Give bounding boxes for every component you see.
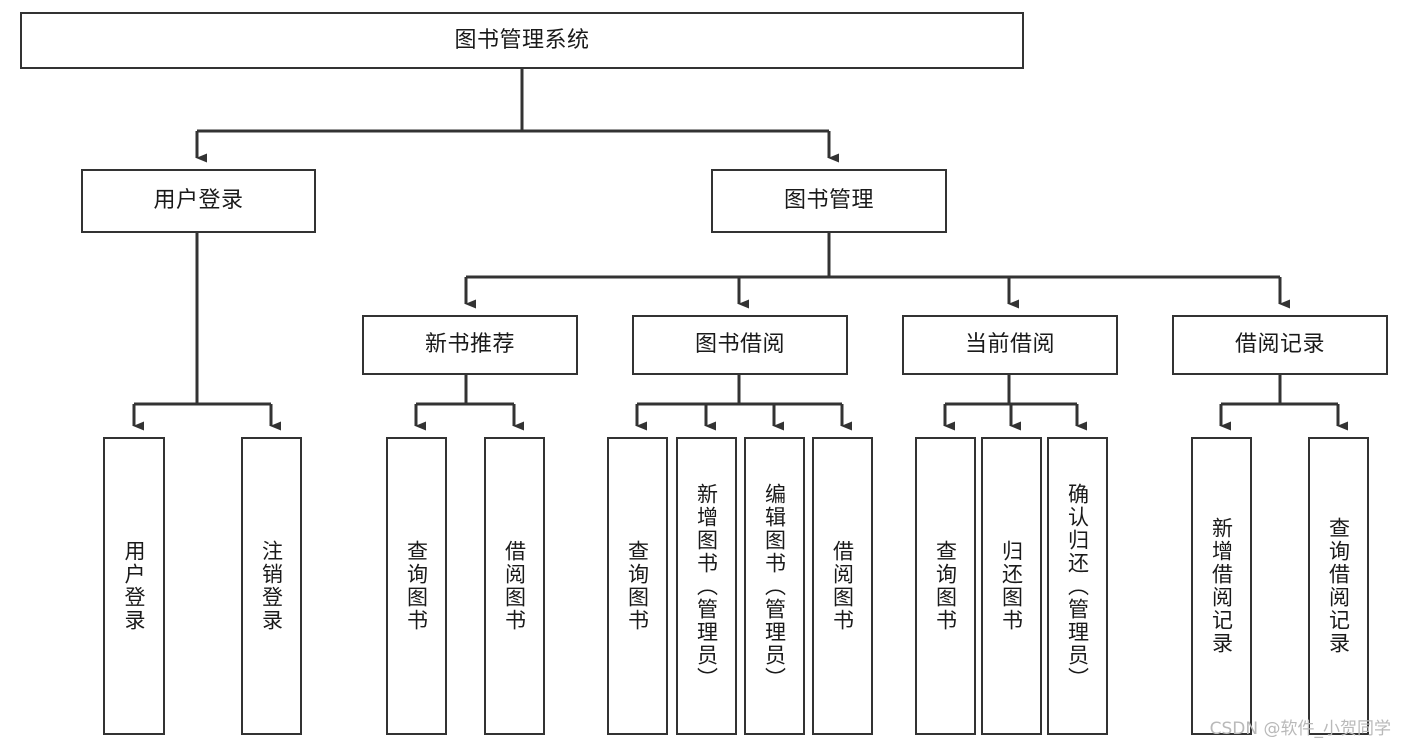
node-label: 用户登录 [153, 188, 244, 214]
leaf-new-book-query-book[interactable]: 查询图书 [386, 437, 447, 735]
node-current-borrow[interactable]: 当前借阅 [902, 315, 1118, 375]
node-label: 新书推荐 [424, 332, 515, 358]
node-borrow-record[interactable]: 借阅记录 [1172, 315, 1388, 375]
node-label: 新增图书（管理员） [694, 482, 719, 690]
leaf-user-login-logout[interactable]: 注销登录 [241, 437, 302, 735]
node-label: 借阅图书 [502, 540, 527, 632]
leaf-current-borrow-return-book[interactable]: 归还图书 [981, 437, 1042, 735]
node-label: 查询图书 [625, 540, 650, 632]
node-user-login[interactable]: 用户登录 [81, 169, 316, 233]
leaf-book-borrow-edit-book-admin[interactable]: 编辑图书（管理员） [744, 437, 805, 735]
node-label: 图书管理系统 [454, 27, 590, 53]
node-new-book-recommend[interactable]: 新书推荐 [362, 315, 578, 375]
node-label: 查询图书 [404, 540, 429, 632]
node-book-borrow[interactable]: 图书借阅 [632, 315, 848, 375]
node-label: 图书管理 [783, 188, 874, 214]
leaf-borrow-record-add-record[interactable]: 新增借阅记录 [1191, 437, 1252, 735]
leaf-current-borrow-query-book[interactable]: 查询图书 [915, 437, 976, 735]
leaf-user-login-login[interactable]: 用户登录 [103, 437, 165, 735]
node-label: 查询图书 [933, 540, 958, 632]
leaf-borrow-record-query-record[interactable]: 查询借阅记录 [1308, 437, 1369, 735]
node-label: 新增借阅记录 [1209, 517, 1234, 655]
leaf-current-borrow-confirm-return-admin[interactable]: 确认归还（管理员） [1047, 437, 1108, 735]
node-root-book-management-system[interactable]: 图书管理系统 [20, 12, 1024, 69]
node-label: 注销登录 [259, 540, 284, 632]
leaf-book-borrow-query-book[interactable]: 查询图书 [607, 437, 668, 735]
node-label: 图书借阅 [694, 332, 785, 358]
csdn-watermark: CSDN @软件_小贺同学 [1209, 719, 1391, 739]
node-label: 编辑图书（管理员） [762, 482, 787, 690]
node-label: 借阅图书 [830, 540, 855, 632]
leaf-book-borrow-borrow-book[interactable]: 借阅图书 [812, 437, 873, 735]
node-label: 查询借阅记录 [1326, 517, 1351, 655]
node-label: 确认归还（管理员） [1065, 482, 1090, 690]
node-label: 归还图书 [999, 540, 1024, 632]
leaf-book-borrow-add-book-admin[interactable]: 新增图书（管理员） [676, 437, 737, 735]
node-label: 用户登录 [122, 540, 147, 632]
node-label: 借阅记录 [1234, 332, 1325, 358]
node-book-management[interactable]: 图书管理 [711, 169, 947, 233]
node-label: 当前借阅 [964, 332, 1055, 358]
leaf-new-book-borrow-book[interactable]: 借阅图书 [484, 437, 545, 735]
